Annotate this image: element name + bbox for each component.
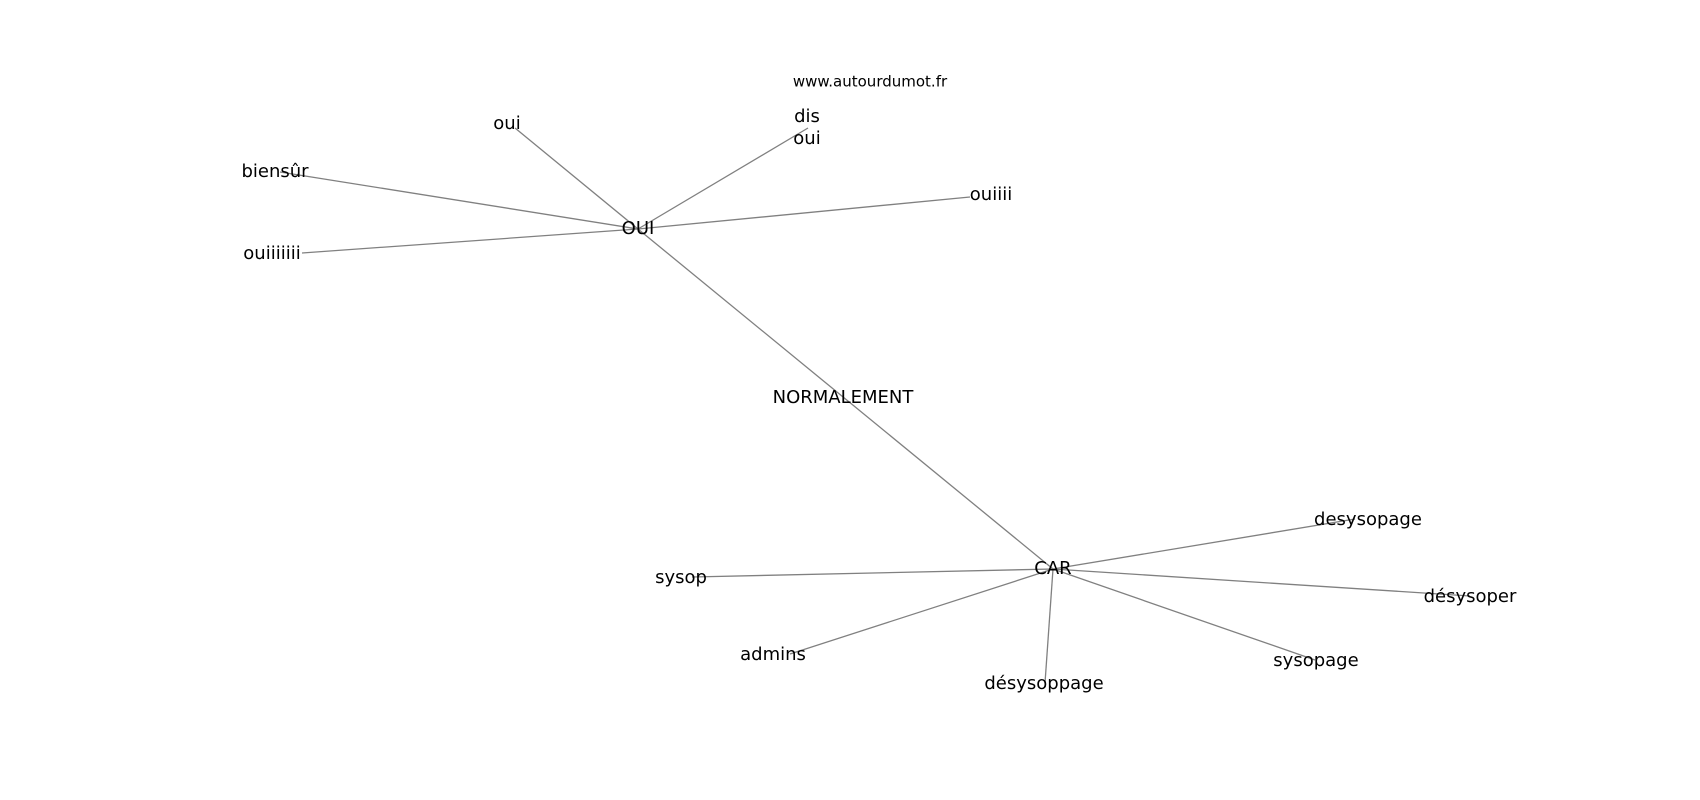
edges — [279, 127, 1471, 684]
edge-car-leaf-3 — [789, 568, 1054, 655]
hub-node-car[interactable]: CAR — [1034, 558, 1071, 579]
edge-oui-leaf-2 — [279, 171, 639, 230]
car-leaf-node-5[interactable]: désysoppage — [984, 673, 1103, 694]
oui-leaf-node-2[interactable]: biensûr — [241, 161, 309, 182]
source-credit: www.autourdumot.fr — [793, 73, 948, 91]
hub-node-oui[interactable]: OUI — [622, 218, 655, 239]
oui-leaf-node-0[interactable]: oui — [493, 113, 520, 134]
edge-oui-leaf-4 — [301, 228, 639, 254]
oui-leaf-node-4[interactable]: ouiiiiiii — [243, 243, 300, 264]
car-leaf-node-4[interactable]: sysopage — [1273, 650, 1358, 671]
car-leaf-node-0[interactable]: desysopage — [1314, 509, 1422, 530]
edge-car-leaf-0 — [1052, 518, 1356, 570]
edge-car-leaf-4 — [1052, 568, 1316, 661]
edge-car-leaf-5 — [1044, 568, 1054, 684]
car-leaf-node-3[interactable]: admins — [740, 644, 806, 665]
edge-oui-leaf-0 — [514, 127, 639, 230]
edge-oui-leaf-1 — [637, 127, 809, 230]
car-leaf-node-1[interactable]: sysop — [655, 567, 707, 588]
center-node-label[interactable]: NORMALEMENT — [773, 387, 915, 408]
edge-car-leaf-2 — [1052, 568, 1471, 597]
edge-oui-car — [637, 228, 1054, 570]
edge-car-leaf-1 — [691, 568, 1054, 578]
oui-leaf-node-3[interactable]: ouiiii — [970, 184, 1012, 205]
car-leaf-node-2[interactable]: désysoper — [1424, 586, 1517, 607]
edge-oui-leaf-3 — [637, 196, 971, 230]
